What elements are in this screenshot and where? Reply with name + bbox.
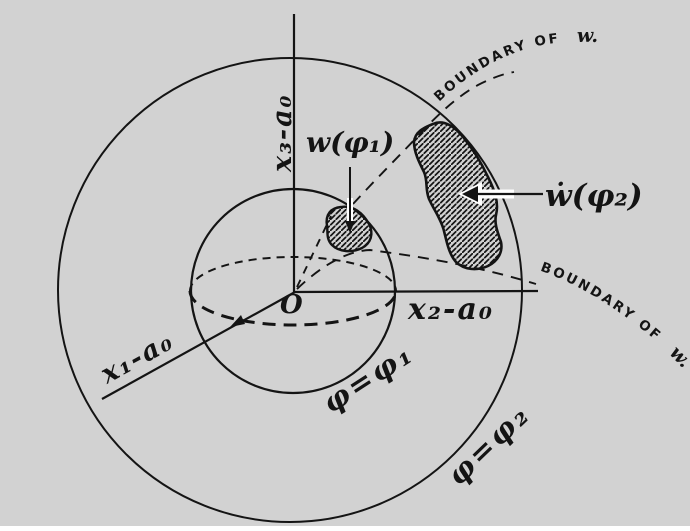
- x2-axis-label: x₂-a₀: [407, 292, 494, 327]
- x2-axis-line: [293, 289, 539, 294]
- x3-axis-label: x₃-a₀: [267, 94, 298, 173]
- boundary-upper-dashed-curve: [352, 71, 515, 205]
- large-region-arrowhead: [462, 186, 478, 202]
- large-region-blob: [412, 121, 503, 271]
- x1-axis-line: [101, 291, 296, 400]
- equator-ellipse-lower: [188, 290, 398, 327]
- x1-axis-arrowhead: [230, 315, 245, 327]
- large-region-label: ẇ(φ₂): [545, 178, 643, 214]
- ray-origin-to-small-region: [296, 215, 332, 288]
- scan-edge-strip: [0, 526, 690, 531]
- boundary-top-w: w.: [577, 25, 599, 47]
- origin-label: O: [280, 290, 303, 320]
- small-region-pointer-arrowhead: [345, 221, 355, 233]
- small-region-label: w(φ₁): [306, 126, 394, 159]
